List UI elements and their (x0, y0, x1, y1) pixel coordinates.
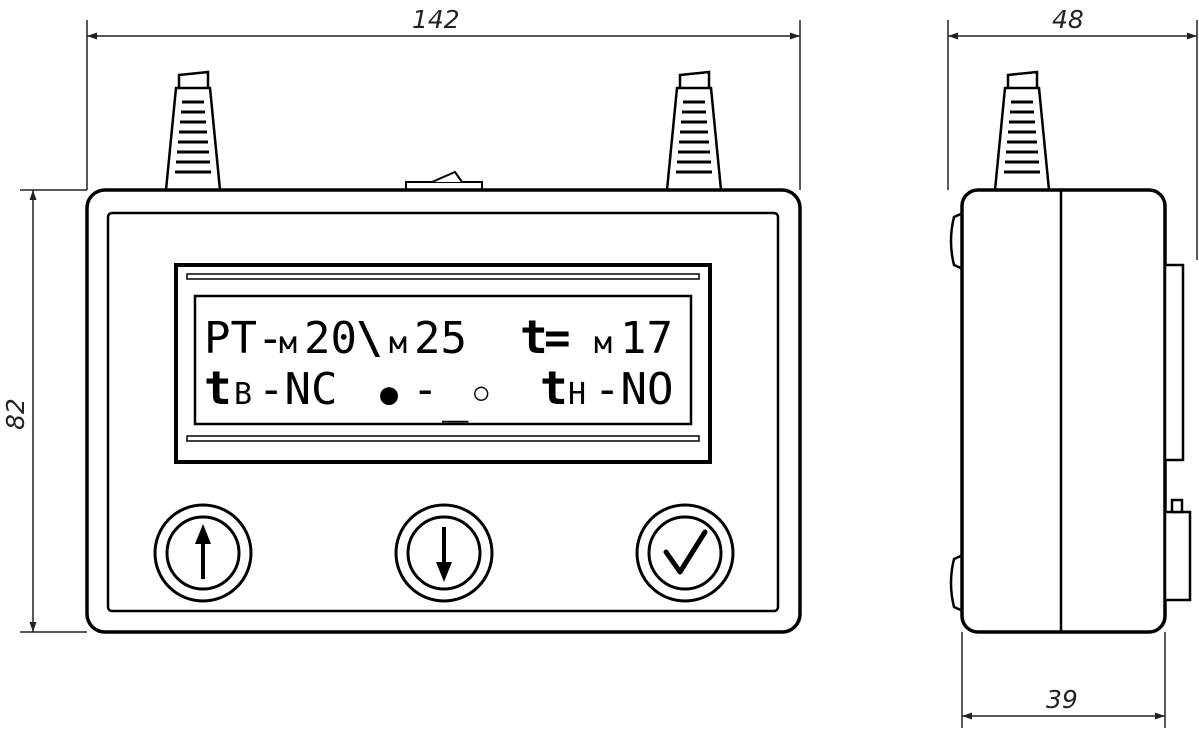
lcd-dot-hollow: ○ (474, 378, 489, 406)
lcd-underscore: _ (442, 372, 469, 423)
display-line-2: t В -NC ● - _ ○ t Н -NO (204, 361, 673, 423)
dimension-depth-top-label: 48 (1052, 5, 1084, 34)
lcd-value-b: 25 (414, 313, 467, 364)
lcd-dot-filled: ● (380, 377, 398, 412)
lcd-minus-t: м (594, 326, 612, 361)
lcd-separator: \ (356, 313, 383, 364)
lcd-minus-b: м (389, 326, 407, 361)
side-view (949, 70, 1192, 634)
side-button-bumps (949, 211, 965, 613)
dimension-height-label: 82 (1, 398, 30, 430)
cable-gland-side (993, 70, 1051, 192)
confirm-button[interactable] (635, 503, 735, 603)
dimension-depth-bottom-label: 39 (1046, 685, 1078, 714)
lcd-dash: - (412, 364, 439, 415)
side-body (960, 188, 1167, 634)
dimension-depth-top (947, 20, 1198, 260)
lcd-tb-state: -NC (258, 364, 337, 415)
lcd-t-symbol: t (520, 310, 548, 364)
lcd-th-symbol: t (540, 361, 568, 415)
mounting-rail (1163, 263, 1192, 602)
display-screen (193, 294, 693, 426)
lcd-value-t: 17 (620, 313, 673, 364)
display-line-1: PT- м 20 \ м 25 t = м 17 (204, 310, 673, 364)
dimension-height (20, 189, 87, 633)
front-view: PT- м 20 \ м 25 t = м 17 t В -NC ● - _ ○… (85, 70, 802, 634)
lcd-tb-symbol: t (204, 361, 232, 415)
lcd-equals: = (544, 313, 571, 364)
up-button[interactable] (153, 503, 253, 603)
down-button[interactable] (394, 503, 494, 603)
dimension-depth-bottom (961, 632, 1166, 728)
lcd-th-sub: Н (568, 377, 586, 412)
dimension-width (86, 20, 801, 190)
cable-gland-left (164, 70, 222, 192)
dimension-width-label: 142 (412, 5, 460, 34)
lcd-minus-a: м (279, 326, 297, 361)
cable-gland-right (665, 70, 723, 192)
lcd-th-state: -NO (594, 364, 673, 415)
checkmark-icon (663, 529, 708, 575)
arrow-down-icon (436, 527, 452, 582)
lcd-prefix: PT- (204, 313, 283, 364)
lcd-value-a: 20 (304, 313, 357, 364)
arrow-up-icon (195, 524, 211, 579)
enclosure-inner (106, 211, 780, 613)
lcd-tb-sub: В (234, 377, 252, 412)
